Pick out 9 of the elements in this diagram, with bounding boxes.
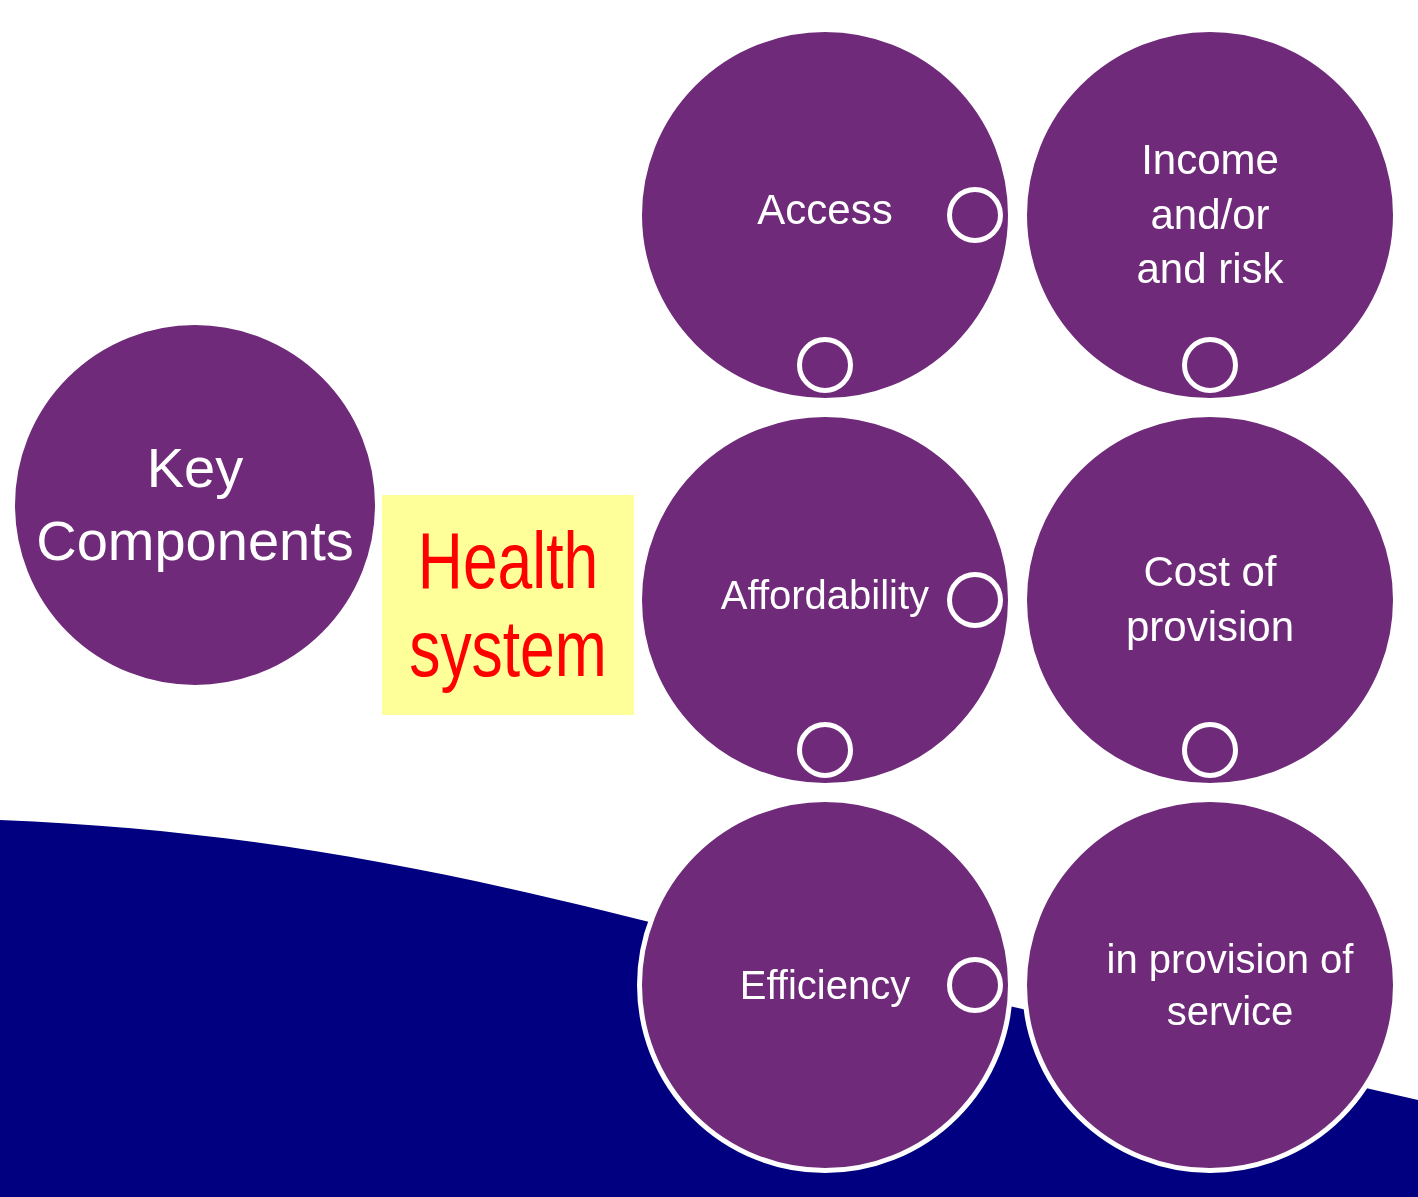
circle-label: Key Components (35, 435, 355, 574)
circle-label: Access (757, 184, 893, 235)
circle-label: Efficiency (739, 962, 911, 1009)
banner-band (382, 495, 634, 715)
circle-label: Affordability (720, 572, 930, 619)
circle-label: Cost of provision (1124, 547, 1296, 652)
circle-label: Income and/or and risk (1135, 135, 1285, 295)
circle-label: in provision of service (1105, 936, 1355, 1035)
banner-title: Health system (408, 517, 608, 693)
